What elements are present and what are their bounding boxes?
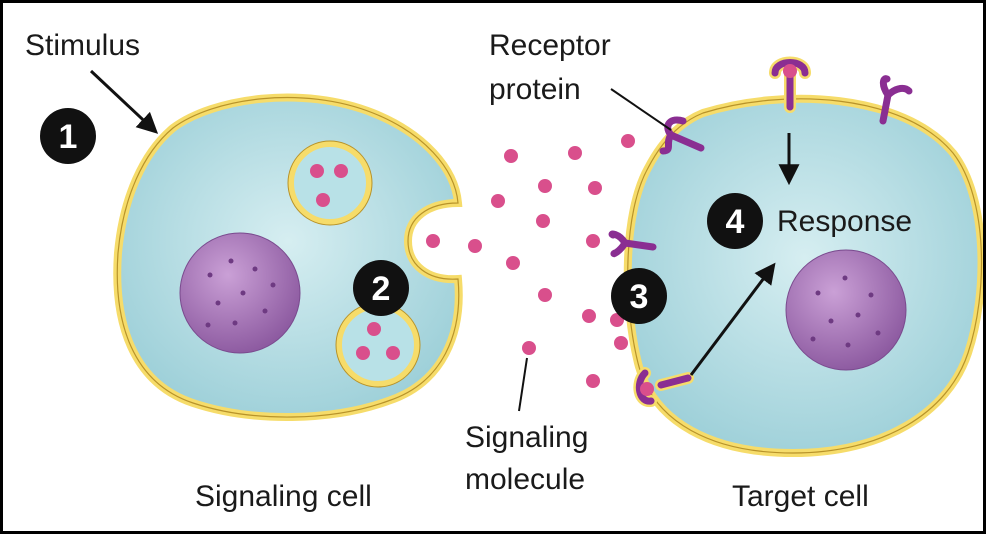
target-cell-label: Target cell [732,480,869,513]
signaling-nucleus-dots [205,258,276,328]
diagram-canvas: 1 2 3 4 Stimulus Receptor protein Respon… [25,29,983,513]
vesicle-lower [335,302,421,388]
receptor-label-leader [610,88,672,131]
stimulus-label: Stimulus [25,29,140,62]
signaling-molecules [426,134,635,388]
step-badge-4: 4 [707,193,763,249]
receptor-protein [879,75,913,125]
arrows [89,69,800,412]
vesicle-molecule [356,346,370,360]
vesicle-molecule [386,346,400,360]
target-cell [623,94,983,458]
receptor-protein-bound-top [769,56,811,113]
vesicle-molecule [367,322,381,336]
signaling-cell [113,93,463,422]
signaling-cell-membrane-outline [116,96,460,418]
receptor-protein-bound-bottom [633,367,694,407]
stimulus-arrow [89,69,159,134]
receptor-label-line2: protein [489,73,581,106]
receptor-label-line1: Receptor [489,29,611,62]
step-badge-2: 2 [353,260,409,316]
vesicle-molecule [310,164,324,178]
signaling-molecule-label-line1: Signaling [465,421,588,454]
svg-text:1: 1 [59,118,78,156]
target-cell-membrane-outline [627,98,983,454]
svg-text:2: 2 [372,270,391,308]
receptor-proteins [608,56,913,407]
signaling-molecule-leader [518,357,528,412]
target-nucleus-dots [810,275,881,348]
signaling-cell-nucleus [179,232,301,354]
target-cell-nucleus [785,249,907,371]
response-arrow-bottom [689,262,776,376]
svg-text:4: 4 [726,203,745,241]
cell-signaling-diagram: 1 2 3 4 Stimulus Receptor protein Respon… [3,3,983,531]
signaling-molecule-label-line2: molecule [465,463,585,496]
response-label: Response [777,205,912,238]
vesicle-molecule [316,193,330,207]
vesicle-upper [287,140,373,226]
receptor-protein [659,116,705,155]
step-badge-1: 1 [40,108,96,164]
signaling-cell-label: Signaling cell [195,480,372,513]
step-badge-3: 3 [611,268,667,324]
receptor-protein [608,230,657,258]
vesicle-molecule [334,164,348,178]
svg-text:3: 3 [630,278,649,316]
